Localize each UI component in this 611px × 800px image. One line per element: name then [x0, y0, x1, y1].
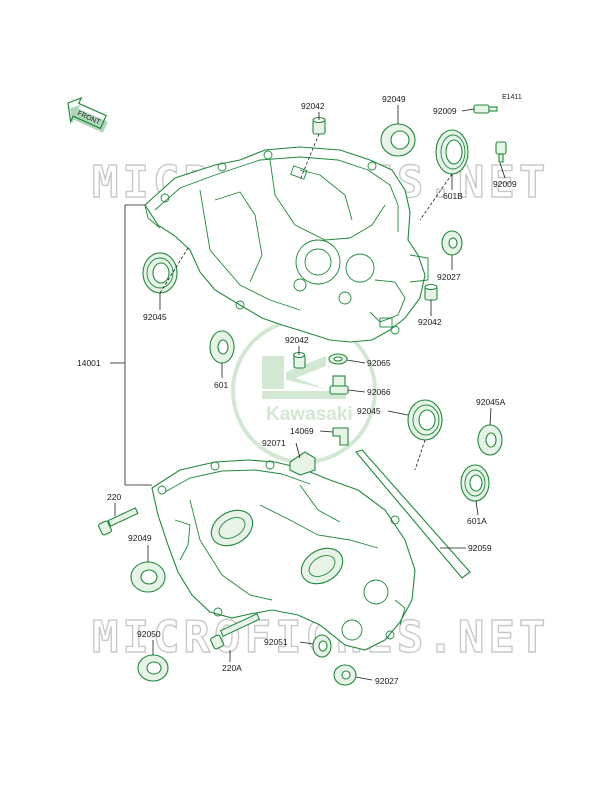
leader-lines: [110, 105, 506, 681]
logo-text: Kawasaki: [266, 404, 353, 425]
kawasaki-logo: Kawasaki: [231, 318, 377, 464]
bolt-220A: [210, 613, 261, 650]
bearing-601B: [435, 129, 469, 175]
label-92042-mid: 92042: [285, 335, 309, 345]
dowel-pin-92042-right: [424, 283, 438, 301]
label-92066: 92066: [367, 387, 391, 397]
label-92065: 92065: [367, 358, 391, 368]
label-92009-a: 92009: [433, 106, 457, 116]
bearing-92045-mid: [407, 399, 443, 441]
label-220A: 220A: [222, 663, 242, 673]
bearing-601: [209, 330, 235, 364]
label-92049-top: 92049: [382, 94, 406, 104]
label-14069: 14069: [290, 426, 314, 436]
lower-crankcase-half: [151, 459, 416, 651]
label-601B: 601B: [443, 191, 463, 201]
label-92049-low: 92049: [128, 533, 152, 543]
label-92051: 92051: [264, 637, 288, 647]
washer-92065: [328, 353, 348, 365]
label-601: 601: [214, 380, 228, 390]
label-601A: 601A: [467, 516, 487, 526]
label-92045-mid: 92045: [357, 406, 381, 416]
upper-crankcase-half: [144, 146, 429, 343]
drain-plug-92066: [329, 375, 349, 395]
bearing-92045-left: [142, 252, 178, 294]
seal-92050: [137, 654, 169, 682]
screw-92009-a: [473, 104, 498, 114]
label-92071: 92071: [262, 438, 286, 448]
fitting-14069: [332, 427, 349, 446]
label-14001: 14001: [77, 358, 101, 368]
bearing-601A: [460, 464, 490, 502]
hose-92059: [355, 449, 471, 579]
front-arrow-icon: FRONT: [67, 96, 108, 133]
screw-92009-b: [495, 141, 507, 163]
label-92027-low: 92027: [375, 676, 399, 686]
washer-92027-upper: [441, 230, 463, 256]
label-92042-top: 92042: [301, 101, 325, 111]
oil-seal-92049-top: [380, 123, 416, 157]
label-92009-b: 92009: [493, 179, 517, 189]
bearing-92045A: [477, 424, 503, 456]
bolt-220: [98, 507, 139, 536]
oil-seal-92049-low: [130, 561, 166, 593]
label-92059: 92059: [468, 543, 492, 553]
clamp-92071: [289, 451, 316, 476]
part-labels: 92042 92049 92009 92009 601B 92027 92042…: [77, 94, 517, 686]
seal-92051: [312, 634, 332, 658]
label-92042-right: 92042: [418, 317, 442, 327]
label-220: 220: [107, 492, 121, 502]
label-92050: 92050: [137, 629, 161, 639]
diagram-code: E1411: [502, 94, 522, 101]
washer-92027-low: [333, 664, 357, 686]
label-92045A: 92045A: [476, 397, 506, 407]
label-92027-upper: 92027: [437, 272, 461, 282]
label-92045-left: 92045: [143, 312, 167, 322]
